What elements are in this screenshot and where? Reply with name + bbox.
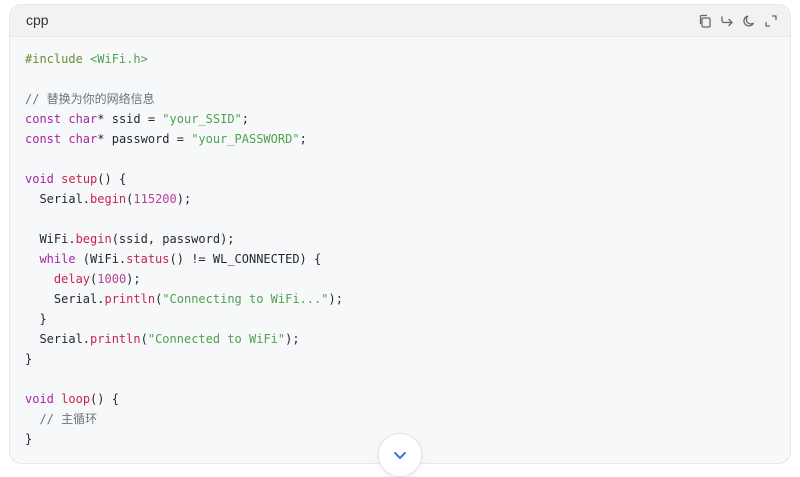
code-line: [25, 149, 780, 169]
code-line: delay(1000);: [25, 269, 780, 289]
code-line: Serial.println("Connected to WiFi");: [25, 329, 780, 349]
code-token: loop: [61, 392, 91, 406]
code-token: // 主循环: [39, 412, 98, 426]
code-line: #include <WiFi.h>: [25, 49, 780, 69]
theme-toggle-icon[interactable]: [742, 14, 756, 28]
code-token: begin: [75, 232, 112, 246]
expand-icon[interactable]: [764, 14, 778, 28]
code-block: cpp: [9, 4, 791, 464]
code-line: Serial.begin(115200);: [25, 189, 780, 209]
code-token: void: [25, 172, 54, 186]
code-token: Serial.: [25, 332, 91, 346]
code-line: const char* password = "your_PASSWORD";: [25, 129, 780, 149]
code-content[interactable]: #include <WiFi.h> // 替换为你的网络信息 const char…: [25, 49, 780, 449]
code-token: "Connected to WiFi": [147, 332, 286, 346]
code-token: println: [104, 292, 156, 306]
code-token: [25, 412, 39, 426]
code-token: delay: [53, 272, 91, 286]
code-token: #include: [25, 52, 91, 66]
code-line: // 主循环: [25, 409, 780, 429]
code-line: WiFi.begin(ssid, password);: [25, 229, 780, 249]
code-token: () {: [97, 172, 127, 186]
code-token: Serial.: [25, 192, 91, 206]
code-line: const char* ssid = "your_SSID";: [25, 109, 780, 129]
code-token: "your_SSID": [162, 112, 242, 126]
code-token: (: [90, 272, 98, 286]
code-token: println: [90, 332, 141, 346]
code-token: (WiFi.: [75, 252, 127, 266]
code-line: void setup() {: [25, 169, 780, 189]
code-token: );: [176, 192, 192, 206]
scroll-down-button[interactable]: [378, 433, 422, 477]
code-token: void: [25, 392, 54, 406]
code-token: );: [285, 332, 300, 346]
code-token: "your_PASSWORD": [191, 132, 300, 146]
code-token: WiFi.: [25, 232, 76, 246]
code-token: (: [126, 192, 134, 206]
code-token: const: [25, 112, 62, 126]
code-token: const: [25, 132, 62, 146]
code-token: 1000: [97, 272, 127, 286]
language-label: cpp: [26, 12, 49, 28]
share-icon[interactable]: [720, 14, 734, 28]
code-actions: [698, 13, 778, 29]
code-token: }: [25, 352, 33, 366]
code-token: }: [25, 312, 47, 326]
code-token: (: [140, 332, 148, 346]
code-line: }: [25, 309, 780, 329]
code-block-header: cpp: [10, 5, 790, 37]
code-token: * ssid =: [97, 112, 163, 126]
code-token: begin: [90, 192, 127, 206]
code-line: while (WiFi.status() != WL_CONNECTED) {: [25, 249, 780, 269]
code-token: () != WL_CONNECTED) {: [169, 252, 322, 266]
code-line: [25, 69, 780, 89]
code-line: // 替换为你的网络信息: [25, 89, 780, 109]
code-line: }: [25, 429, 780, 449]
code-line: }: [25, 349, 780, 369]
code-token: ;: [241, 112, 250, 126]
code-token: while: [39, 252, 76, 266]
code-token: 115200: [133, 192, 177, 206]
code-token: (ssid, password);: [111, 232, 235, 246]
code-token: Serial.: [25, 292, 105, 306]
code-line: [25, 209, 780, 229]
chevron-down-icon: [394, 452, 406, 459]
code-token: () {: [90, 392, 119, 406]
code-token: [25, 252, 39, 266]
code-token: status: [126, 252, 170, 266]
code-token: * password =: [97, 132, 192, 146]
code-line: void loop() {: [25, 389, 780, 409]
code-token: // 替换为你的网络信息: [25, 92, 155, 106]
code-token: "Connecting to WiFi...": [162, 292, 329, 306]
code-token: char: [68, 112, 98, 126]
code-token: }: [25, 432, 33, 446]
code-line: Serial.println("Connecting to WiFi...");: [25, 289, 780, 309]
copy-icon[interactable]: [698, 14, 712, 28]
code-token: );: [328, 292, 343, 306]
code-token: <WiFi.h>: [90, 52, 148, 66]
code-token: ;: [299, 132, 307, 146]
code-token: (: [155, 292, 163, 306]
code-token: char: [68, 132, 98, 146]
code-token: [25, 272, 54, 286]
code-token: );: [126, 272, 141, 286]
code-line: [25, 369, 780, 389]
code-token: setup: [61, 172, 98, 186]
